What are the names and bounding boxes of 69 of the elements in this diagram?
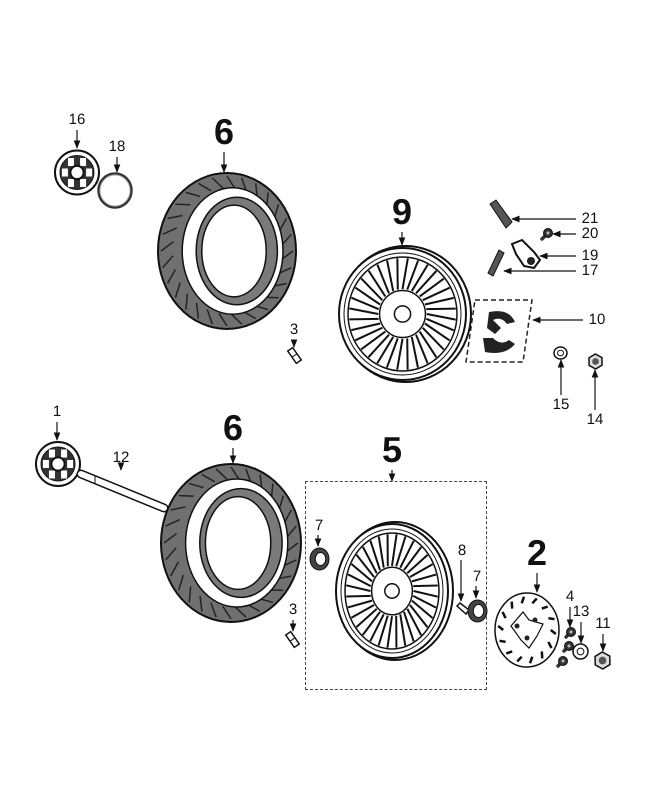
washer-drawing	[553, 346, 568, 360]
wheel-rim-drawing	[335, 245, 470, 383]
leader-line	[534, 573, 540, 593]
callout-number: 20	[578, 225, 602, 243]
leader-line	[54, 422, 60, 441]
callout-number: 4	[558, 588, 582, 606]
leader-line	[566, 607, 574, 628]
callout-number: 17	[578, 262, 602, 280]
callout-number: 3	[282, 321, 306, 339]
callout-number: 8	[450, 542, 474, 560]
leader-line	[592, 369, 598, 410]
bolt-drawing	[564, 627, 576, 639]
dashed-frame	[465, 298, 533, 364]
callout-number: 5	[377, 431, 407, 469]
hub-cover-drawing	[35, 440, 81, 488]
snap-ring-drawing	[97, 172, 133, 209]
callout-number: 18	[105, 138, 129, 156]
callout-number: 12	[109, 449, 133, 467]
nut-drawing	[593, 651, 612, 670]
brake-disc-drawing	[494, 592, 560, 668]
leader-line	[458, 560, 464, 602]
leader-line	[532, 316, 583, 324]
callout-number: 14	[583, 411, 607, 429]
callout-number: 19	[578, 247, 602, 265]
leader-line	[511, 216, 576, 222]
callout-number: 15	[549, 396, 573, 414]
callout-number: 2	[522, 534, 552, 572]
bearing-drawing	[309, 547, 330, 571]
leader-line	[398, 232, 406, 246]
leader-line	[230, 448, 236, 464]
callout-number: 21	[578, 210, 602, 228]
leader-line	[290, 620, 296, 632]
spacer-drawing	[456, 602, 469, 614]
leader-line	[558, 359, 564, 395]
caliper-drawing	[508, 240, 540, 268]
leader-line	[220, 152, 228, 173]
axle-drawing	[77, 470, 167, 512]
callout-number: 6	[218, 409, 248, 447]
leader-line	[388, 470, 396, 482]
leader-line	[74, 130, 80, 149]
callout-number: 11	[591, 615, 615, 633]
bolt-drawing	[540, 228, 553, 241]
callout-number: 3	[281, 601, 305, 619]
nut-drawing	[587, 353, 604, 370]
callout-number: 10	[585, 311, 609, 329]
leader-line	[118, 462, 124, 471]
leader-line	[578, 622, 584, 644]
callout-number: 13	[569, 603, 593, 621]
callout-number: 7	[465, 568, 489, 586]
pin-drawing	[488, 250, 504, 276]
callout-number: 1	[45, 403, 69, 421]
leader-line	[290, 339, 298, 348]
leader-line	[600, 634, 606, 652]
hub-cover-drawing	[54, 148, 100, 197]
leader-line	[314, 535, 322, 547]
leader-line	[503, 268, 576, 274]
callout-number: 9	[387, 193, 417, 231]
leader-line	[114, 157, 120, 173]
bearing-drawing	[467, 599, 488, 623]
callout-number: 6	[209, 113, 239, 151]
stud-drawing	[488, 200, 512, 228]
leader-line	[539, 252, 576, 260]
leader-line	[552, 230, 576, 238]
washer-drawing	[572, 643, 589, 660]
leader-line	[472, 586, 480, 599]
callout-number: 16	[65, 111, 89, 129]
callout-number: 7	[307, 517, 331, 535]
tire-drawing	[160, 463, 302, 623]
dashed-frame	[305, 481, 487, 690]
